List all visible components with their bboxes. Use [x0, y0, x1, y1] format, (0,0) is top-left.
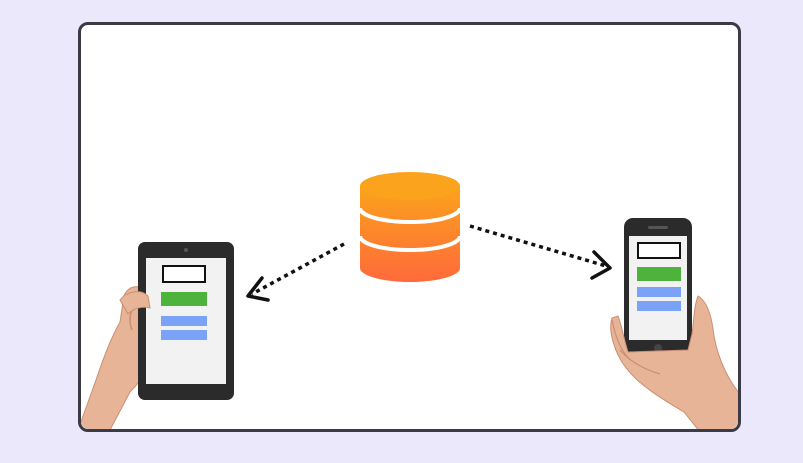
phone-green-block [637, 267, 681, 281]
smartphone-icon [624, 218, 692, 356]
phone-blue-block-1 [637, 287, 681, 297]
tablet-green-block [161, 292, 207, 306]
database-icon [358, 172, 462, 282]
tablet-blue-block-2 [161, 330, 207, 340]
phone-blue-block-2 [637, 301, 681, 311]
tablet-icon [138, 242, 234, 400]
tablet-text-field [162, 265, 206, 283]
left-thumb [119, 291, 151, 315]
phone-text-field [637, 242, 681, 259]
arrow-to-tablet [246, 242, 345, 302]
tablet-blue-block-1 [161, 316, 207, 326]
arrow-to-phone [469, 224, 612, 280]
right-hand [610, 295, 738, 429]
